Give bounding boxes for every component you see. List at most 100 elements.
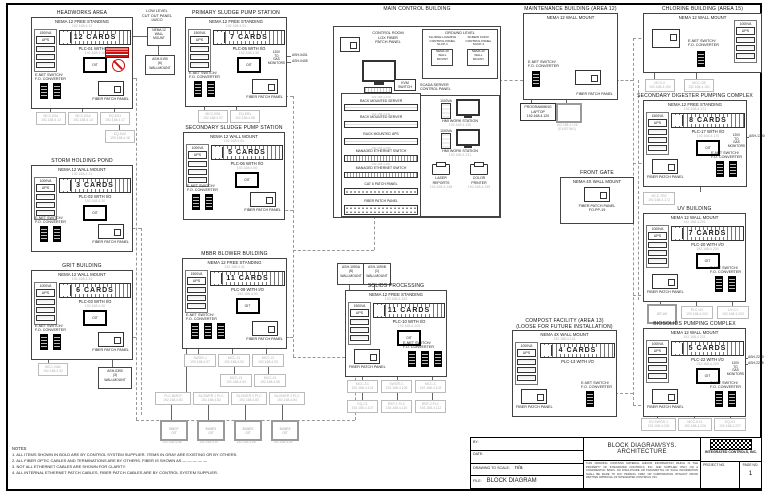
ups-va-label: 1000VA [39, 284, 52, 289]
io-module [190, 61, 209, 69]
oit-display: OIT [397, 330, 421, 347]
oit-display: OIT [696, 140, 720, 157]
io-module [648, 356, 667, 364]
ups-module: UPS [36, 289, 55, 298]
rack-item-label: MANAGED ETHERNET SWITCH [355, 165, 407, 170]
ext-ip: 192.168.4.172 [648, 198, 670, 203]
ethernet-switch-icon [40, 226, 48, 242]
rack-item-ip: 192.168.4.241 [371, 111, 391, 116]
control-room-label: CONTROL ROOM LGX FIBER PATCH PANEL [372, 31, 404, 45]
ethernet-line [566, 98, 567, 105]
plc-label: PLC-05 WITH I/O [232, 46, 266, 52]
title-block: BY: DATE: DRAWING TO SCALE: n/a FILE: BL… [470, 437, 762, 489]
enet-switch-group: E-NET SWITCH/ F.O. CONVERTER [35, 73, 66, 99]
rack-item: FIBER PATCH PANEL [344, 197, 418, 216]
existing-equipment-box: MCC-EA1 192.168.4.12 [36, 112, 66, 125]
ethernet-line [349, 283, 350, 290]
ethernet-line [282, 405, 283, 420]
existing-equipment-box: RSP-2 PLC 192.168.4.112 [415, 400, 446, 413]
io-module [36, 201, 55, 209]
ups-va-label: 1000VA [191, 146, 204, 151]
plc-card-rack: 12 CARDS [59, 30, 131, 46]
fiber-patch-panel-icon [344, 205, 418, 216]
ash-tag: ASH-1790 [749, 134, 765, 138]
plc-card-rack: 7 CARDS [213, 30, 285, 46]
plc-label: PLC-02 WITH I/O [78, 194, 112, 200]
patch-panel-icon [344, 187, 418, 196]
ethernet-switch-icon [434, 351, 442, 367]
card-count-label: 11 CARDS [386, 307, 432, 315]
scale-value: n/a [514, 465, 523, 471]
rack-item-label: RACK MOUNTED SERVER [359, 98, 403, 103]
enet-switch-group: E-NET SWITCH/ F.O. CONVERTER [581, 381, 612, 407]
server-icon [344, 104, 418, 112]
ups-va-label: 1500VA [353, 304, 366, 309]
fiber-line [293, 96, 294, 357]
notes-title: NOTES [12, 446, 27, 451]
file-row: FILE: BLOCK DIAGRAM [471, 476, 583, 488]
scale-label: DRAWING TO SCALE: [473, 466, 510, 470]
plc-ip: 192.168.4.131 [553, 337, 576, 341]
fiber-patch-panel-icon [340, 37, 360, 52]
ethernet-switch-icon [532, 71, 540, 87]
plc-label: PLC-06 WITH I/O [230, 161, 264, 167]
fiber-patch-panel-label: FIBER PATCH PANEL [92, 348, 129, 352]
workstation-ip: 192.168.4.231 [448, 153, 472, 158]
panel-enclosure: NEMA 4X WALL MOUNT [467, 49, 490, 67]
ups-module: UPS [648, 232, 667, 241]
station-title: COMPOST FACILITY (AREA 13) (LOOSE FOR FU… [483, 318, 646, 330]
oit-label: OIT [245, 430, 251, 435]
plc-label: PLC-09 WITH I/O [231, 287, 264, 293]
existing-equipment-box: PLC-UV 192.168.4.202 [681, 306, 713, 319]
plc-ip: 192.168.4.170 [696, 134, 720, 139]
fiber-patch-panel-icon [97, 81, 124, 96]
plc-ip: 192.168.4.220 [696, 362, 719, 367]
ext-ip: 192.168.4.82 [201, 398, 221, 403]
ups-va-label: 1500VA [651, 114, 664, 119]
leader-line [285, 62, 291, 63]
ext-ip: 192.168.4.97 [190, 360, 210, 365]
ash-0390-box: ASH-0390 (3) WALLMOUNT [98, 367, 132, 389]
printer-ip: 192.168.4.239 [467, 184, 491, 189]
prohibition-icon [112, 59, 125, 72]
ethernet-line [432, 393, 433, 400]
hmi-workstation: 1000VA HMI WORK STATION 192.168.4.231 [422, 129, 498, 157]
ground-level-panels: GROUND LEVEL SLUDGE LOADING CONTROL PANE… [422, 29, 498, 79]
printer-color: COLOR PRINTER 192.168.4.239 [468, 160, 490, 189]
io-module [350, 326, 369, 334]
ext-label: BLOWER 1 PLC [198, 394, 224, 398]
io-module [36, 314, 55, 322]
note-line: 3. NOT ALL ETHERNET CABLES ARE SHOWN FOR… [12, 464, 126, 470]
red-warning-tag [105, 47, 129, 58]
drawing-notes: NOTES 1. ALL ITEMS SHOWN IN BOLD ARE BY … [12, 446, 472, 476]
ethernet-switch-icon [204, 323, 212, 339]
ext-label: MCC-J4 [263, 376, 277, 380]
io-module [36, 53, 55, 61]
existing-equipment-box: MCC-GB2 192.168.4.32 [38, 363, 68, 376]
fiber-patch-panel-label: FIBER PATCH PANEL [576, 92, 613, 96]
ext-label: MCC-TB2 [651, 194, 667, 198]
panel-enclosure: NEMA 4X WALL MOUNT [431, 49, 454, 67]
fiber-patch-panel-icon [251, 321, 278, 336]
oit-ip: 192.168.4.11 [71, 24, 93, 28]
ups-module: UPS [517, 349, 536, 358]
plc-ip: 192.168.4.20 [84, 199, 106, 204]
station-title: CHLORINE BUILDING (AREA 15) [661, 6, 744, 12]
existing-equipment-box: MCC-J4 192.168.4.95 [254, 374, 286, 387]
fiber-line [374, 216, 375, 250]
card-count-label: 7 CARDS [687, 230, 728, 238]
ext-ip: 192.168.4.227 [719, 424, 741, 429]
enclosure-label: NEMA 4X WALL MOUNT [540, 332, 589, 337]
enet-label: E-NET SWITCH/ F.O. CONVERTER [710, 380, 741, 389]
io-module [187, 294, 206, 302]
card-count-label: 8 CARDS [688, 117, 728, 125]
io-module [648, 136, 667, 144]
leader-line [285, 56, 291, 57]
file-value: BLOCK DIAGRAM [486, 477, 537, 484]
ups-module: UPS [36, 36, 55, 45]
enclosure-label: NEMA 4X WALL MOUNT [572, 179, 622, 184]
station-title: STORM HOLDING POND [51, 158, 113, 164]
io-module [36, 61, 55, 69]
ups-module: UPS [350, 309, 369, 318]
ext-ip: 192.168.4.151 [688, 85, 710, 90]
